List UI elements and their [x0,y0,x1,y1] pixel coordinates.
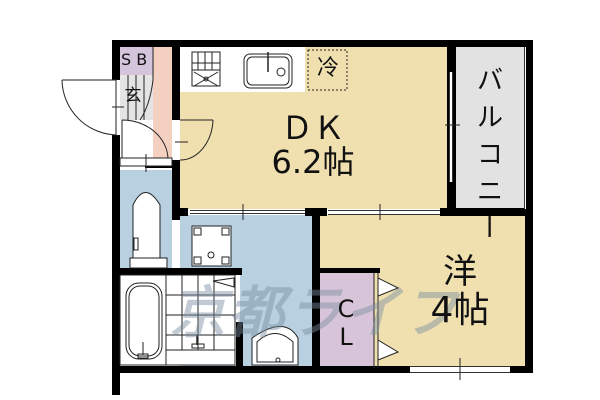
window-dk-western [328,210,440,215]
wall-bath-right [236,322,243,368]
western-room-size: 4帖 [430,290,490,331]
wall-right-upper [526,40,533,215]
wall-top [112,40,533,47]
western-room-name: 洋 [443,252,477,292]
watermark-text: 京都ライフ [170,281,460,346]
window-balcony-outer [524,47,526,209]
balcony-label: バ ル コ ニ ー [472,60,506,240]
wall-closet-top [312,268,380,273]
shoebox-label: S B [121,50,148,69]
wall-right-lower [525,208,533,373]
watermark: 京都ライフ [170,268,490,346]
dk-size: 6.2帖 [271,143,355,181]
balcony-char-3: コ [476,140,503,170]
balcony-char-4: ニ [476,177,503,207]
wall-left-lower [112,135,120,395]
wall-washroom-right [312,208,320,373]
dk-name: ＤＫ [280,109,345,147]
shoebox-area [120,47,145,75]
entrance-label: 玄 [124,86,142,106]
wall-dk-left-bottom [172,160,180,220]
wall-toilet-bottom [112,268,242,275]
wall-left-upper [112,40,120,80]
shoebox-area-2 [145,47,153,75]
window-dk-washroom [190,210,305,214]
hallway-floor [153,47,172,165]
wall-dk-bottom-right [440,208,533,216]
balcony-floor [456,47,526,209]
balcony-char-5: ー [472,213,503,240]
closet-label-line1: C [337,295,355,323]
window-balcony [449,72,453,182]
wall-bottom [112,366,533,373]
closet-floor [320,272,374,368]
refrigerator-label: 冷 [316,56,339,81]
closet-label-line2: L [339,323,353,351]
balcony-char-1: バ [476,66,503,96]
wall-dk-bottom-left [172,208,188,216]
wall-dk-left-top [172,40,180,120]
balcony-char-2: ル [476,103,503,133]
